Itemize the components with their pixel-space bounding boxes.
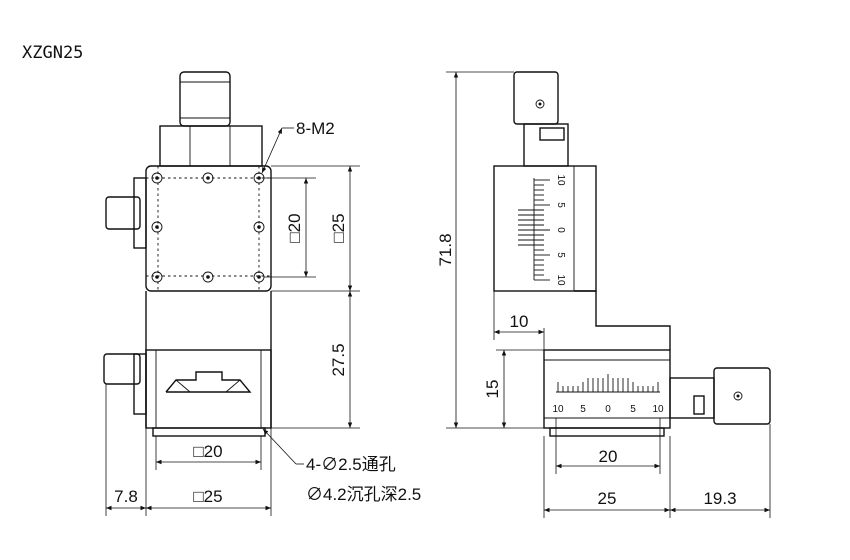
vertical-scale: 10 5 0 5 10 (518, 174, 566, 286)
dim-25: 25 (598, 489, 617, 508)
hscale-label-0: 10 (552, 404, 564, 415)
hole-note-line2: ∅4.2沉孔深2.5 (306, 485, 421, 504)
dim-offset-7-8: 7.8 (114, 487, 138, 506)
dim-total-height: 71.8 (436, 233, 455, 266)
vscale-label-0: 10 (555, 174, 566, 186)
top-neck (159, 125, 263, 167)
dim-19-3: 19.3 (703, 489, 736, 508)
side-knob-lower (103, 353, 141, 385)
micrometer-barrel (669, 377, 715, 419)
dim-bottom-width: □25 (193, 487, 222, 506)
upper-body (493, 165, 597, 292)
vscale-label-1: 5 (555, 202, 566, 208)
holes-label: 8-M2 (296, 119, 335, 138)
lower-body (145, 349, 272, 429)
hscale-label-2: 0 (605, 404, 611, 415)
hscale-label-4: 10 (652, 404, 664, 415)
vscale-label-3: 5 (555, 252, 566, 258)
side-knob-upper (105, 196, 141, 230)
dim-inner-square: □20 (285, 213, 304, 242)
model-title: XZGN25 (22, 43, 83, 63)
micrometer-knob (713, 367, 771, 425)
hscale-label-3: 5 (630, 404, 636, 415)
dim-15: 15 (483, 380, 502, 399)
dim-20: 20 (599, 447, 618, 466)
dim-outer-square: □25 (329, 213, 348, 242)
hole-note-line1: 4-∅2.5通孔 (306, 455, 396, 474)
side-top-knob (513, 71, 559, 125)
dim-10: 10 (510, 312, 529, 331)
horizontal-scale: 10 5 0 5 10 (552, 374, 664, 415)
vscale-label-4: 10 (555, 274, 566, 286)
hscale-label-1: 5 (580, 404, 586, 415)
front-view: 8-M2 □20 □25 27.5 □20 □25 7.8 4-∅2.5通孔 ∅… (103, 71, 421, 516)
vscale-label-2: 0 (555, 227, 566, 233)
dim-height-27-5: 27.5 (329, 343, 348, 376)
side-view: 10 5 0 5 10 (436, 71, 771, 518)
dim-bottom-inner-square: □20 (193, 442, 222, 461)
mounting-holes (151, 172, 265, 283)
